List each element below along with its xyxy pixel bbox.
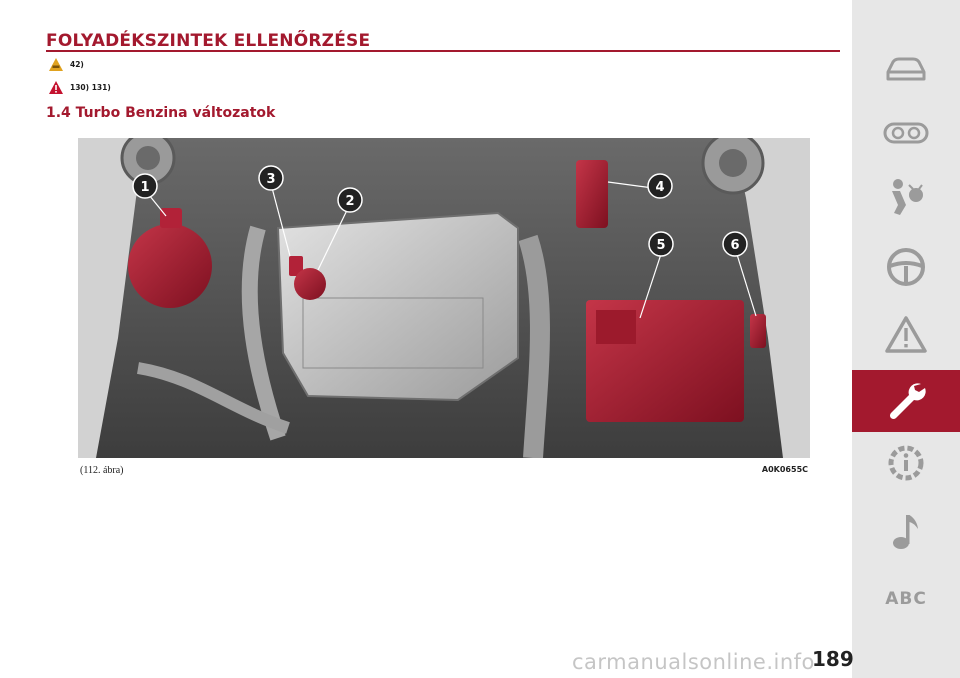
callout-5: 5 bbox=[648, 231, 674, 257]
sidebar-item-driving[interactable] bbox=[852, 236, 960, 298]
sidebar-item-technical-data[interactable] bbox=[852, 432, 960, 494]
callout-4-label: 4 bbox=[655, 180, 664, 195]
sidebar-item-multimedia[interactable] bbox=[852, 500, 960, 562]
callout-1-label: 1 bbox=[140, 180, 149, 195]
figure-code: A0K0655C bbox=[761, 465, 808, 474]
engine-bay-illustration: 1 3 2 4 5 6 bbox=[78, 138, 810, 458]
abc-label: ABC bbox=[885, 589, 927, 609]
info-gear-icon bbox=[888, 445, 924, 481]
sidebar-item-warnings[interactable] bbox=[852, 304, 960, 366]
sidebar-item-index[interactable]: ABC bbox=[852, 568, 960, 630]
warning-reference-text: 130) 131) bbox=[70, 82, 111, 92]
sidebar-item-dashboard[interactable] bbox=[852, 102, 960, 164]
callout-6-label: 6 bbox=[730, 238, 739, 253]
callout-4: 4 bbox=[647, 173, 673, 199]
engine-bay-figure: 1 3 2 4 5 6 bbox=[78, 138, 810, 458]
sidebar-item-car[interactable] bbox=[852, 38, 960, 100]
section-subtitle: 1.4 Turbo Benzina változatok bbox=[46, 105, 276, 121]
dashboard-gauges-icon bbox=[883, 122, 929, 144]
callout-3: 3 bbox=[258, 165, 284, 191]
caution-reference-row: 42) bbox=[48, 56, 84, 72]
figure-caption: (112. ábra) bbox=[80, 465, 124, 476]
callout-1: 1 bbox=[132, 173, 158, 199]
warning-triangle-icon bbox=[885, 316, 927, 353]
wrench-icon bbox=[889, 383, 926, 420]
callout-2-label: 2 bbox=[345, 194, 354, 209]
airbag-passenger-icon bbox=[892, 179, 923, 215]
steering-wheel-icon bbox=[887, 248, 925, 286]
caution-triangle-yellow-icon bbox=[49, 57, 63, 71]
page-number: 189 bbox=[812, 647, 854, 671]
page-title: FOLYADÉKSZINTEK ELLENŐRZÉSE bbox=[46, 31, 371, 51]
car-icon bbox=[886, 57, 926, 81]
sidebar-item-safety[interactable] bbox=[852, 166, 960, 228]
music-note-icon bbox=[893, 515, 918, 549]
warning-reference-row: 130) 131) bbox=[48, 79, 111, 95]
callout-5-label: 5 bbox=[656, 238, 665, 253]
callout-2: 2 bbox=[337, 187, 363, 213]
title-divider bbox=[46, 50, 840, 52]
watermark: carmanualsonline.info bbox=[572, 650, 815, 674]
caution-reference-text: 42) bbox=[70, 59, 84, 69]
chapter-sidebar: ABC bbox=[852, 0, 960, 678]
callout-6: 6 bbox=[722, 231, 748, 257]
callout-3-label: 3 bbox=[266, 172, 275, 187]
warning-triangle-red-icon bbox=[49, 80, 63, 94]
sidebar-item-maintenance[interactable] bbox=[852, 370, 960, 432]
